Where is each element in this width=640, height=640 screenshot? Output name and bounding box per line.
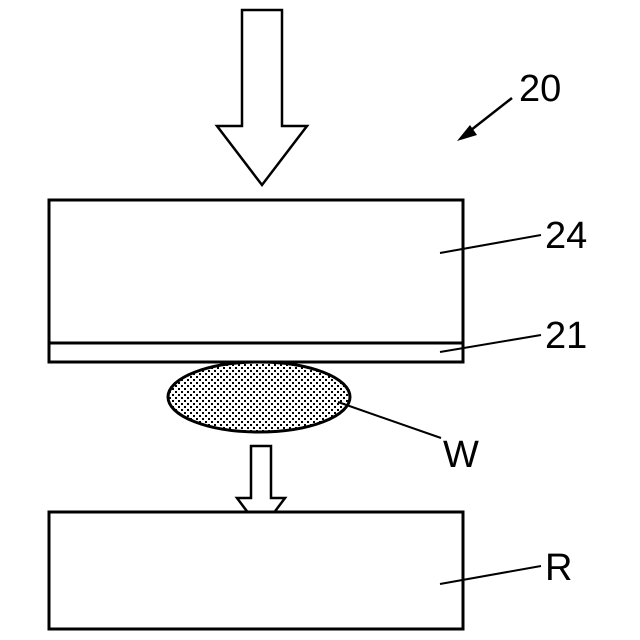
label-layer: 21 xyxy=(545,315,587,357)
press-arrow xyxy=(217,10,307,185)
upper-block xyxy=(49,200,463,362)
lower-block xyxy=(49,512,463,629)
assembly-pointer xyxy=(457,98,512,141)
label-workpiece: W xyxy=(443,434,479,476)
label-assembly: 20 xyxy=(519,68,561,110)
label-upper-block: 24 xyxy=(545,215,587,257)
label-lower-block: R xyxy=(545,547,572,589)
leader-workpiece xyxy=(338,402,441,438)
workpiece xyxy=(168,362,350,432)
